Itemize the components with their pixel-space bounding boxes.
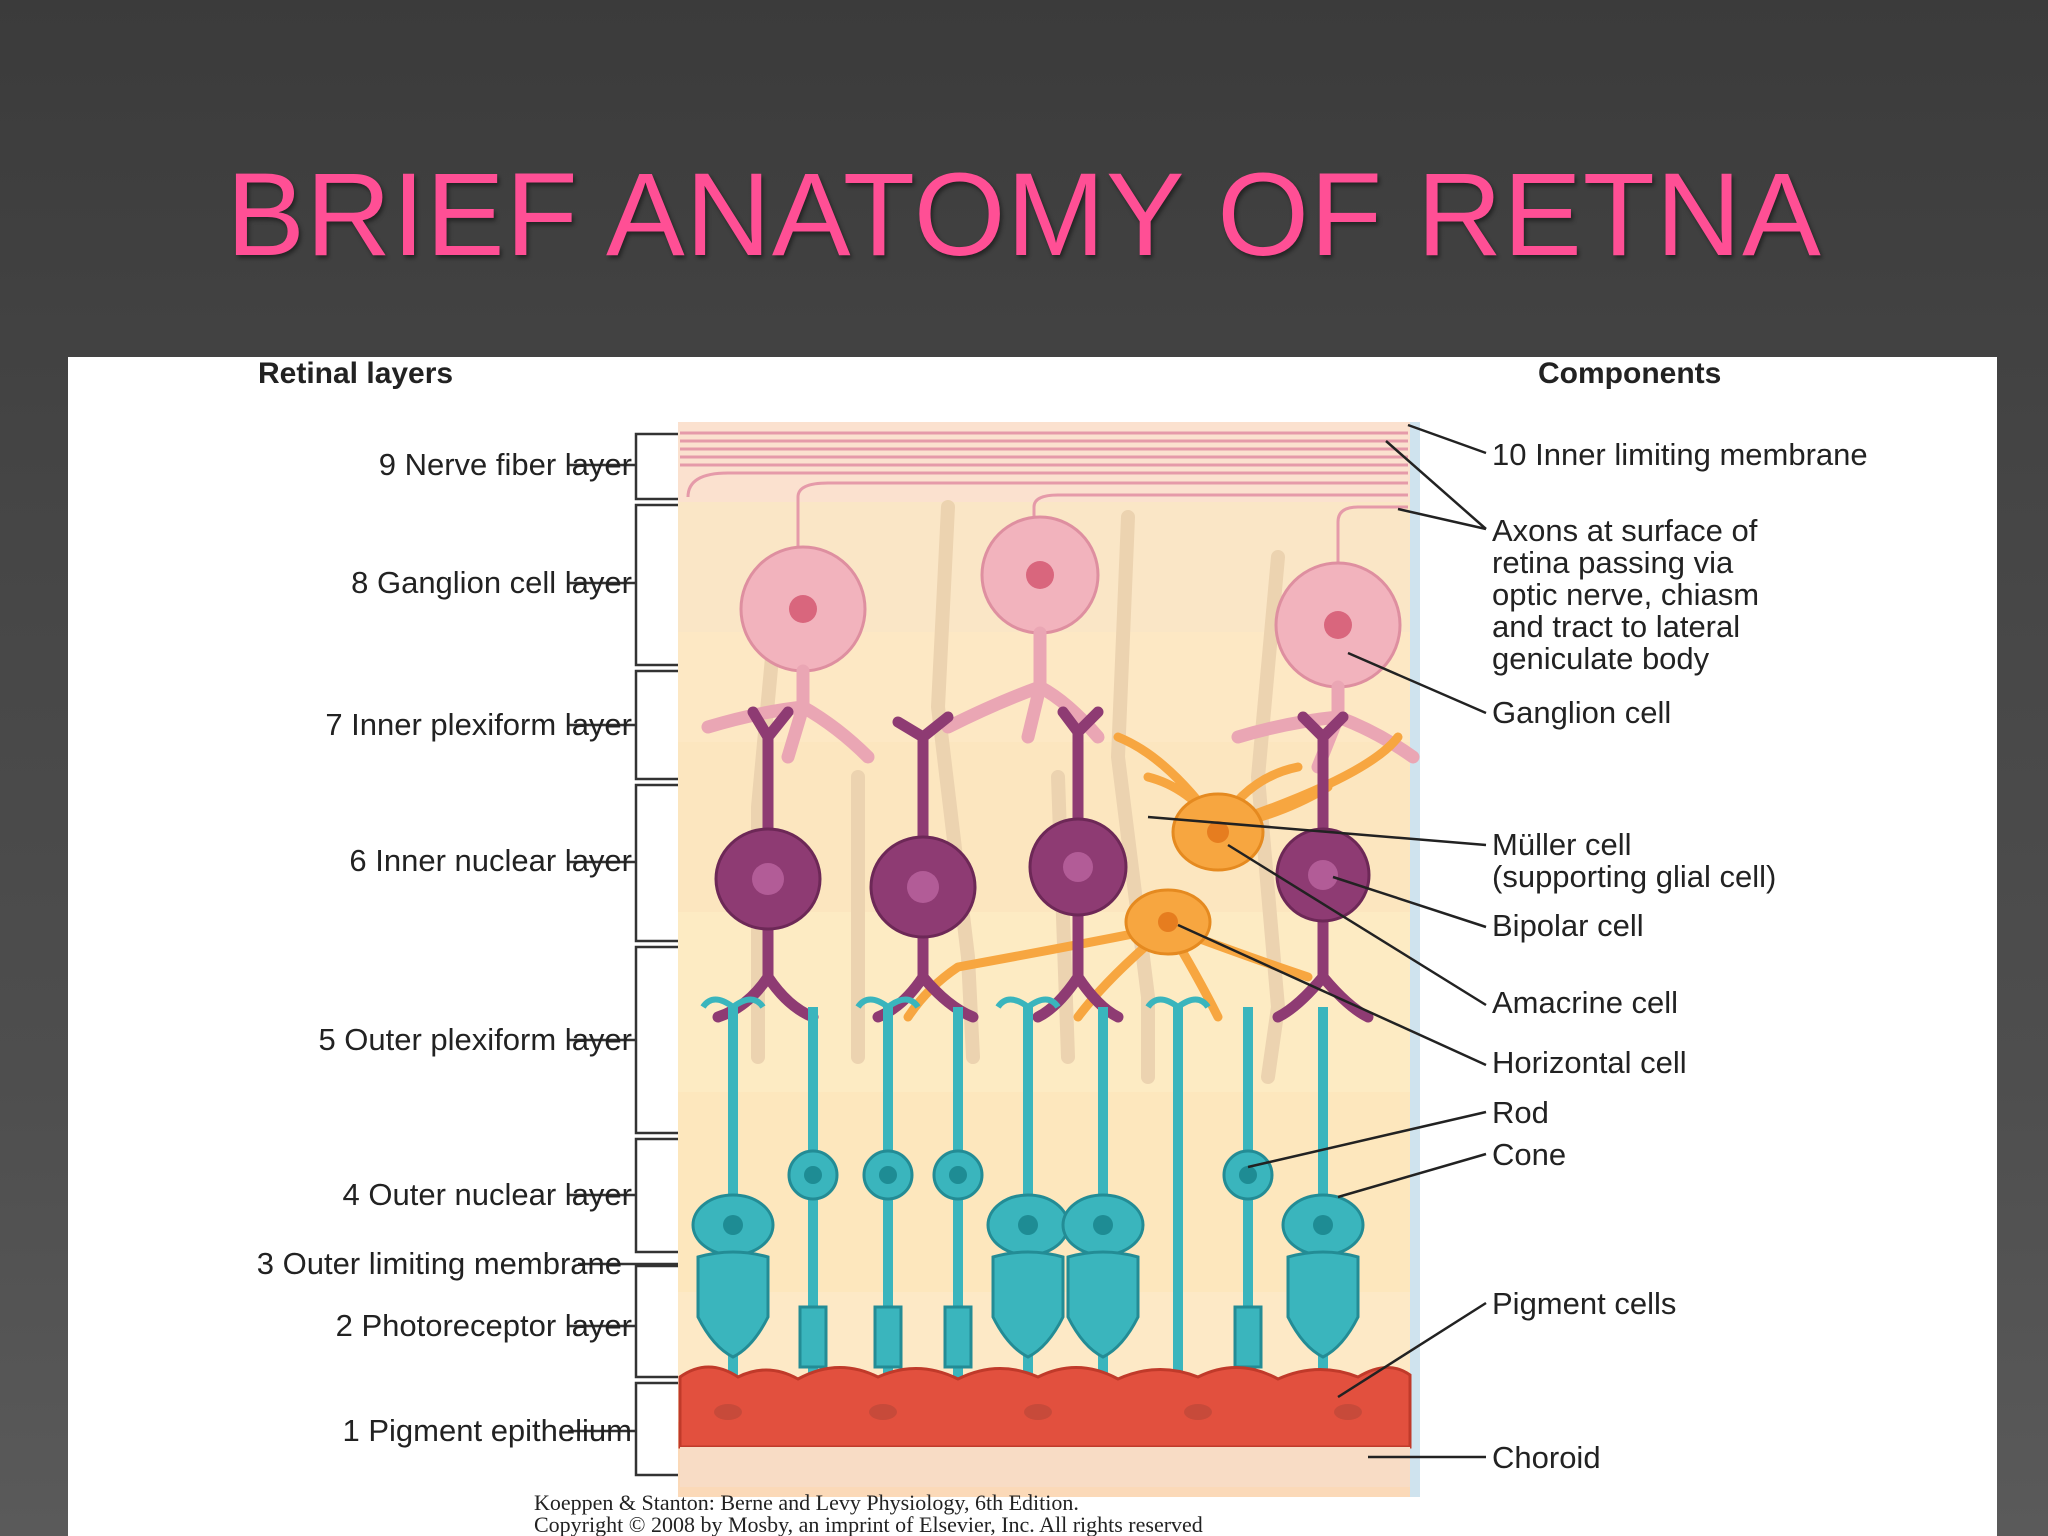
component-choroid: Choroid [1492, 1442, 1601, 1474]
layer-label-inner-plexiform: 7 Inner plexiform layer [325, 707, 632, 743]
layer-label-nerve-fiber: 9 Nerve fiber layer [379, 447, 632, 483]
figure-credit-line-2: Copyright © 2008 by Mosby, an imprint of… [534, 1512, 1203, 1536]
component-rod: Rod [1492, 1097, 1549, 1129]
component-bipolar-cell: Bipolar cell [1492, 910, 1644, 942]
component-amacrine-cell: Amacrine cell [1492, 987, 1678, 1019]
component-axons-line-1: Axons at surface of [1492, 515, 1757, 547]
component-muller-cell-note: (supporting glial cell) [1492, 861, 1776, 893]
component-inner-limiting-membrane: 10 Inner limiting membrane [1492, 439, 1868, 471]
component-axons-line-3: optic nerve, chiasm [1492, 579, 1759, 611]
slide-title: BRIEF ANATOMY OF RETNA [0, 150, 2048, 280]
layer-label-outer-plexiform: 5 Outer plexiform layer [318, 1022, 632, 1058]
component-horizontal-cell: Horizontal cell [1492, 1047, 1687, 1079]
component-pigment-cells: Pigment cells [1492, 1288, 1676, 1320]
component-axons-line-4: and tract to lateral [1492, 611, 1740, 643]
component-ganglion-cell: Ganglion cell [1492, 697, 1671, 729]
retinal-layers-heading: Retinal layers [258, 357, 453, 391]
layer-label-outer-nuclear: 4 Outer nuclear layer [343, 1177, 632, 1213]
component-axons-line-2: retina passing via [1492, 547, 1733, 579]
layer-label-inner-nuclear: 6 Inner nuclear layer [349, 843, 632, 879]
layer-label-photoreceptor: 2 Photoreceptor layer [336, 1308, 632, 1344]
layer-label-ganglion-cell: 8 Ganglion cell layer [351, 565, 632, 601]
retina-diagram: Retinal layers Components 9 Nerve fiber … [68, 357, 1997, 1536]
component-axons-line-5: geniculate body [1492, 643, 1709, 675]
component-cone: Cone [1492, 1139, 1566, 1171]
components-heading: Components [1538, 357, 1721, 391]
layer-label-outer-limiting-membrane: 3 Outer limiting membrane [257, 1246, 622, 1282]
component-muller-cell: Müller cell [1492, 829, 1632, 861]
layer-label-pigment-epithelium: 1 Pigment epithelium [343, 1413, 633, 1449]
